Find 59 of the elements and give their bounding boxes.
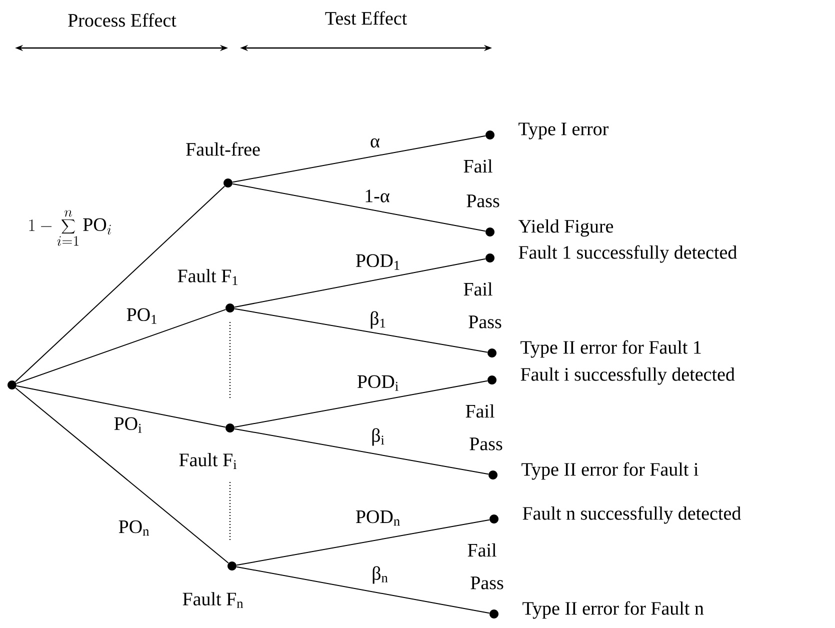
branch-line xyxy=(234,258,486,308)
outcome-label: Type II error for Fault 1 xyxy=(520,340,701,358)
branch-line xyxy=(15,387,229,564)
outcome-label: Type II error for Fault i xyxy=(522,462,698,480)
header-label: Process Effect xyxy=(68,13,176,27)
edge-label: POD$_{1}$ xyxy=(354,253,402,271)
edge-label: α xyxy=(369,137,381,149)
node-label: Fault F$_{n}$ xyxy=(182,592,244,608)
outcome-label: Type I error xyxy=(518,122,608,140)
edge-label: $1 - \sum_{i=1}^{n} \mathrm{PO}_{i}$ xyxy=(26,208,114,248)
edge-label: β$_{i}$ xyxy=(370,427,386,447)
branch-line xyxy=(232,135,486,183)
edge-label: PO$_{i}$ xyxy=(112,416,144,434)
outcome-label: Fault i successfully detected xyxy=(520,367,735,385)
outcome-label: Yield Figure xyxy=(518,219,614,237)
branch-label: Pass xyxy=(468,316,502,328)
branch-label: Fail xyxy=(466,404,494,418)
branch-label: Pass xyxy=(466,194,500,208)
outcome-label: Type II error for Fault n xyxy=(522,601,704,619)
dot xyxy=(8,380,16,390)
branch-line xyxy=(232,183,486,232)
edge-label: 1-α xyxy=(363,188,391,204)
dot xyxy=(226,424,234,432)
dot xyxy=(224,178,232,188)
edge-label: PO$_{n}$ xyxy=(117,519,151,537)
branch-line xyxy=(234,308,488,353)
branch-label: Fail xyxy=(468,543,496,557)
edge-label: β$_{1}$ xyxy=(368,310,388,330)
branch-label: Fail xyxy=(464,282,492,296)
header-label: Test Effect xyxy=(325,11,408,25)
branch-label: Pass xyxy=(470,576,504,590)
branch-line xyxy=(234,428,489,475)
node-label: Fault-free xyxy=(186,142,260,156)
dot xyxy=(490,610,498,618)
dot xyxy=(226,304,234,312)
branch-line xyxy=(236,566,490,614)
dot xyxy=(488,376,496,384)
edge-label: POD$_{n}$ xyxy=(354,509,402,527)
edge-label: PO$_{1}$ xyxy=(125,307,159,325)
dot xyxy=(228,562,236,570)
node-label: Fault F$_{1}$ xyxy=(178,269,238,285)
dot xyxy=(486,228,494,236)
node-label: Fault F$_{i}$ xyxy=(179,452,237,469)
dot xyxy=(488,470,498,480)
branch-line xyxy=(14,186,226,382)
branch-line xyxy=(16,385,226,428)
branch-label: Pass xyxy=(470,438,502,450)
dot xyxy=(490,514,498,524)
edge-label: POD$_{i}$ xyxy=(356,374,400,392)
outcome-label: Fault 1 successfully detected xyxy=(518,245,737,263)
branch-label: Fail xyxy=(464,159,492,173)
dot xyxy=(488,348,496,358)
outcome-label: Fault n successfully detected xyxy=(522,506,741,524)
dot xyxy=(486,130,494,140)
branch-line xyxy=(16,309,226,384)
branch-line xyxy=(234,380,488,428)
dot xyxy=(486,254,494,262)
edge-label: β$_{n}$ xyxy=(370,565,390,585)
branch-line xyxy=(236,519,490,566)
